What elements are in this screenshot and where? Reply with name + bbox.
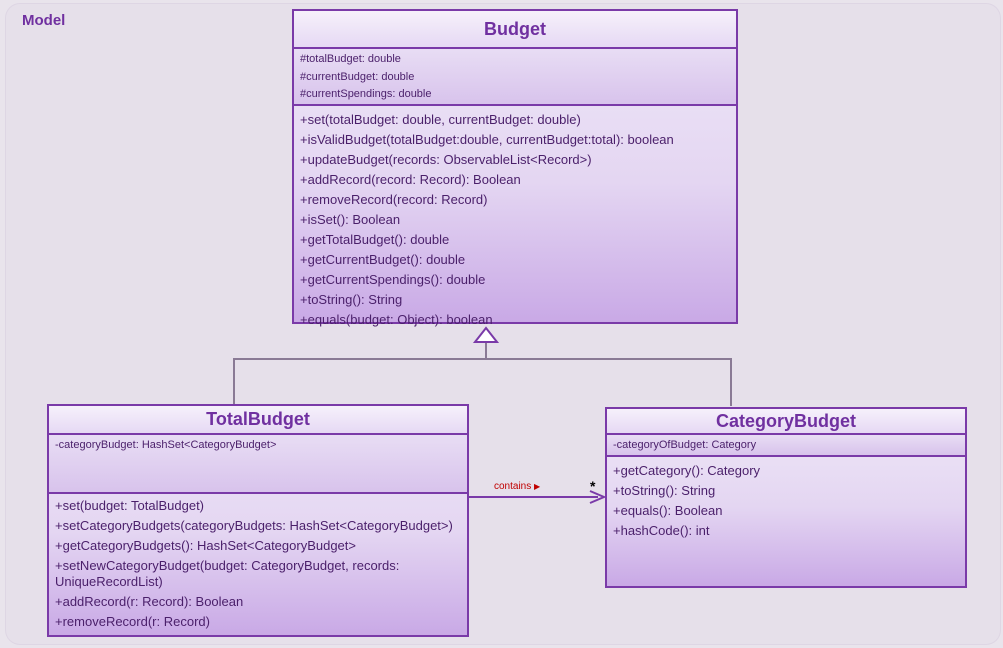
operation: +toString(): String	[613, 483, 716, 498]
operation: +setCategoryBudgets(categoryBudgets: Has…	[55, 518, 453, 533]
operation: +isValidBudget(totalBudget:double, curre…	[300, 132, 674, 147]
class-total-budget-operations: +set(budget: TotalBudget) +setCategoryBu…	[49, 494, 467, 634]
association-label: contains ▶	[494, 481, 540, 492]
operation: +hashCode(): int	[613, 523, 710, 538]
operation: +setNewCategoryBudget(budget: CategoryBu…	[55, 558, 400, 589]
association-arrowhead	[589, 490, 607, 504]
operation: +set(budget: TotalBudget)	[55, 498, 205, 513]
class-category-budget-operations: +getCategory(): Category +toString(): St…	[607, 457, 965, 543]
package-label: Model	[22, 12, 66, 29]
class-category-budget[interactable]: CategoryBudget -categoryOfBudget: Catego…	[605, 407, 967, 588]
class-budget[interactable]: Budget #totalBudget: double #currentBudg…	[292, 9, 738, 327]
operation: +removeRecord(record: Record)	[300, 192, 488, 207]
class-category-budget-name: CategoryBudget	[607, 409, 965, 435]
operation: +addRecord(r: Record): Boolean	[55, 594, 244, 609]
association-multiplicity: *	[590, 478, 596, 494]
direction-arrow-icon: ▶	[534, 482, 541, 491]
operation: +getCurrentBudget(): double	[300, 252, 466, 267]
class-budget-operations: +set(totalBudget: double, currentBudget:…	[294, 106, 736, 332]
class-budget-attributes: #totalBudget: double #currentBudget: dou…	[294, 49, 736, 106]
operation: +removeRecord(r: Record)	[55, 614, 210, 629]
class-category-budget-attributes: -categoryOfBudget: Category	[607, 435, 965, 457]
attribute: -categoryBudget: HashSet<CategoryBudget>	[55, 439, 277, 451]
class-total-budget-name: TotalBudget	[49, 406, 467, 435]
operation: +getTotalBudget(): double	[300, 232, 450, 247]
class-total-budget-attributes: -categoryBudget: HashSet<CategoryBudget>	[49, 435, 467, 494]
operation: +equals(): Boolean	[613, 503, 723, 518]
operation: +toString(): String	[300, 292, 403, 307]
attribute: #currentSpendings: double	[300, 88, 432, 100]
operation: +equals(budget: Object): boolean	[300, 312, 493, 327]
operation: +set(totalBudget: double, currentBudget:…	[300, 112, 581, 127]
generalization-arrowhead	[472, 326, 500, 343]
generalization-line-category	[486, 358, 732, 406]
operation: +addRecord(record: Record): Boolean	[300, 172, 521, 187]
operation: +isSet(): Boolean	[300, 212, 401, 227]
association-label-text: contains	[494, 481, 532, 492]
class-budget-name: Budget	[294, 11, 736, 49]
operation: +getCategory(): Category	[613, 463, 761, 478]
attribute: #currentBudget: double	[300, 70, 415, 83]
operation: +updateBudget(records: ObservableList<Re…	[300, 152, 592, 167]
operation: +getCurrentSpendings(): double	[300, 272, 486, 287]
operation: +getCategoryBudgets(): HashSet<CategoryB…	[55, 538, 356, 553]
attribute: -categoryOfBudget: Category	[613, 439, 757, 451]
generalization-line-total	[233, 358, 486, 404]
attribute: #totalBudget: double	[300, 53, 401, 65]
class-total-budget[interactable]: TotalBudget -categoryBudget: HashSet<Cat…	[47, 404, 469, 637]
